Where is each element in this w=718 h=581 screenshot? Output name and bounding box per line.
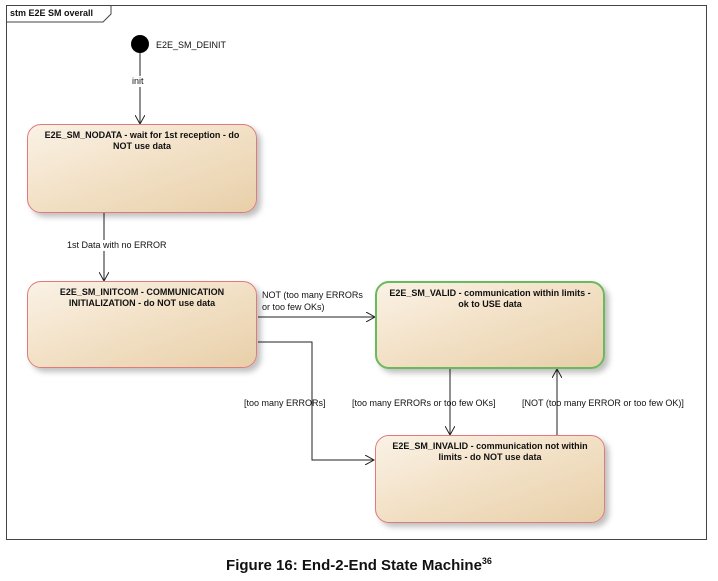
figure-caption-text: Figure 16: End-2-End State Machine xyxy=(226,557,482,574)
initial-state-label: E2E_SM_DEINIT xyxy=(156,40,227,50)
state-invalid: E2E_SM_INVALID - communication not withi… xyxy=(375,435,605,523)
transition-first-data-label: 1st Data with no ERROR xyxy=(65,240,169,251)
transition-init-label: init xyxy=(130,76,146,87)
state-initcom: E2E_SM_INITCOM - COMMUNICATION INITIALIZ… xyxy=(27,281,257,368)
transition-invalid-valid-label: [NOT (too many ERROR or too few OK)] xyxy=(522,398,684,408)
transition-initcom-valid-label-2: or too few OKs) xyxy=(262,302,325,312)
initial-node xyxy=(131,35,149,53)
state-invalid-label: E2E_SM_INVALID - communication not withi… xyxy=(392,441,588,462)
frame-tab-outline xyxy=(6,5,112,23)
transition-initcom-valid-label-1: NOT (too many ERRORs xyxy=(262,290,363,300)
state-valid: E2E_SM_VALID - communication within limi… xyxy=(375,281,605,369)
figure-caption: Figure 16: End-2-End State Machine36 xyxy=(0,556,718,574)
transition-valid-invalid-label: [too many ERRORs or too few OKs] xyxy=(352,398,496,408)
transition-initcom-invalid xyxy=(258,341,374,460)
state-nodata-label: E2E_SM_NODATA - wait for 1st reception -… xyxy=(44,130,240,151)
figure-caption-footnote: 36 xyxy=(481,556,492,566)
diagram-frame xyxy=(6,5,707,540)
frame-title: stm E2E SM overall xyxy=(10,8,94,18)
state-nodata: E2E_SM_NODATA - wait for 1st reception -… xyxy=(27,124,257,213)
state-valid-label: E2E_SM_VALID - communication within limi… xyxy=(389,288,591,309)
state-initcom-label: E2E_SM_INITCOM - COMMUNICATION INITIALIZ… xyxy=(59,287,225,308)
transition-initcom-invalid-label: [too many ERRORs] xyxy=(244,398,326,408)
